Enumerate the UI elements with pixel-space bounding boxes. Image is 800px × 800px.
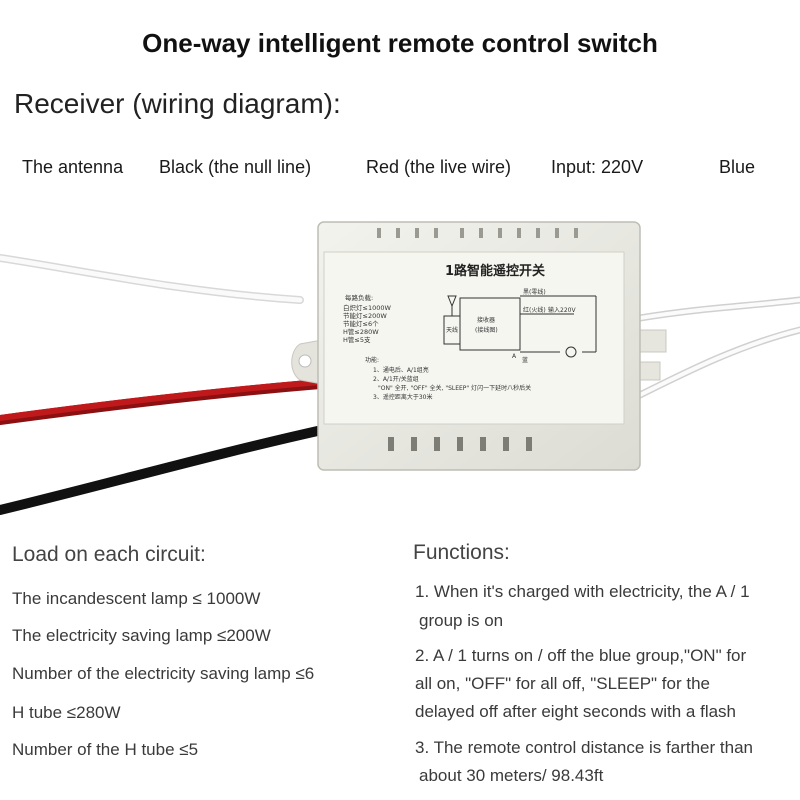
- function-line: 2. A / 1 turns on / off the blue group,"…: [415, 646, 747, 665]
- device-schematic-blue: 蓝: [522, 356, 528, 364]
- function-line: group is on: [419, 611, 504, 630]
- input-voltage-label: Input: 220V: [551, 157, 644, 177]
- load-item: H tube ≤280W: [12, 703, 121, 722]
- device-function-line: 1、通电后、A/1组亮: [373, 366, 429, 374]
- load-heading: Load on each circuit:: [12, 543, 206, 566]
- diagram-subtitle: Receiver (wiring diagram):: [14, 88, 341, 119]
- function-line: 3. The remote control distance is farthe…: [415, 738, 753, 757]
- device-function-line: 3、遥控距离大于30米: [373, 393, 432, 401]
- device-schematic-red: 红(火线): [523, 306, 546, 314]
- antenna-label: The antenna: [22, 157, 124, 177]
- function-line: 1. When it's charged with electricity, t…: [415, 582, 750, 601]
- device-schematic-receiver-sub: (接线图): [475, 326, 498, 334]
- black-wire: [0, 425, 327, 515]
- black-wire-label: Black (the null line): [159, 157, 312, 177]
- function-line: all on, "OFF" for all off, "SLEEP" for t…: [415, 674, 711, 693]
- device-load-line: H管≤5支: [343, 335, 371, 344]
- device-schematic: [443, 295, 597, 358]
- receiver-photo: 1路智能遥控开关 每路负载: 白炽灯≤1000W 节能灯≤200W 节能灯≤6个…: [0, 221, 800, 515]
- device-schematic-antenna: 天线: [446, 326, 458, 334]
- device-load-line: H管≤280W: [343, 327, 379, 336]
- function-line: delayed off after eight seconds with a f…: [415, 702, 736, 721]
- device-schematic-receiver: 接收器: [477, 316, 495, 324]
- device-schematic-a: A: [512, 353, 517, 360]
- device-load-line: 白炽灯≤1000W: [343, 303, 391, 312]
- blue-wire-label: Blue: [719, 157, 756, 177]
- device-load-line: 节能灯≤6个: [343, 319, 379, 328]
- device-schematic-input: 输入220V: [548, 306, 576, 314]
- device-load-line: 节能灯≤200W: [343, 311, 387, 320]
- load-item: The incandescent lamp ≤ 1000W: [12, 589, 261, 608]
- functions-heading: Functions:: [413, 541, 510, 564]
- device-schematic-black: 黑(零线): [523, 288, 546, 296]
- load-item: Number of the electricity saving lamp ≤6: [12, 664, 315, 683]
- function-line: about 30 meters/ 98.43ft: [419, 766, 604, 785]
- page-title: One-way intelligent remote control switc…: [142, 28, 658, 58]
- device-function-line: 2、A/1开/关蓝组: [373, 375, 419, 383]
- device-function-line: "ON" 全开, "OFF" 全关, "SLEEP" 灯闪一下延时八秒后关: [378, 384, 531, 392]
- red-wire-label: Red (the live wire): [366, 157, 512, 177]
- load-item: The electricity saving lamp ≤200W: [12, 626, 271, 645]
- load-item: Number of the H tube ≤5: [12, 740, 199, 759]
- device-label: [323, 251, 625, 425]
- device-function-line: 功能:: [365, 356, 379, 364]
- device-load-line: 每路负载:: [345, 293, 373, 302]
- device-label-title: 1路智能遥控开关: [445, 263, 545, 279]
